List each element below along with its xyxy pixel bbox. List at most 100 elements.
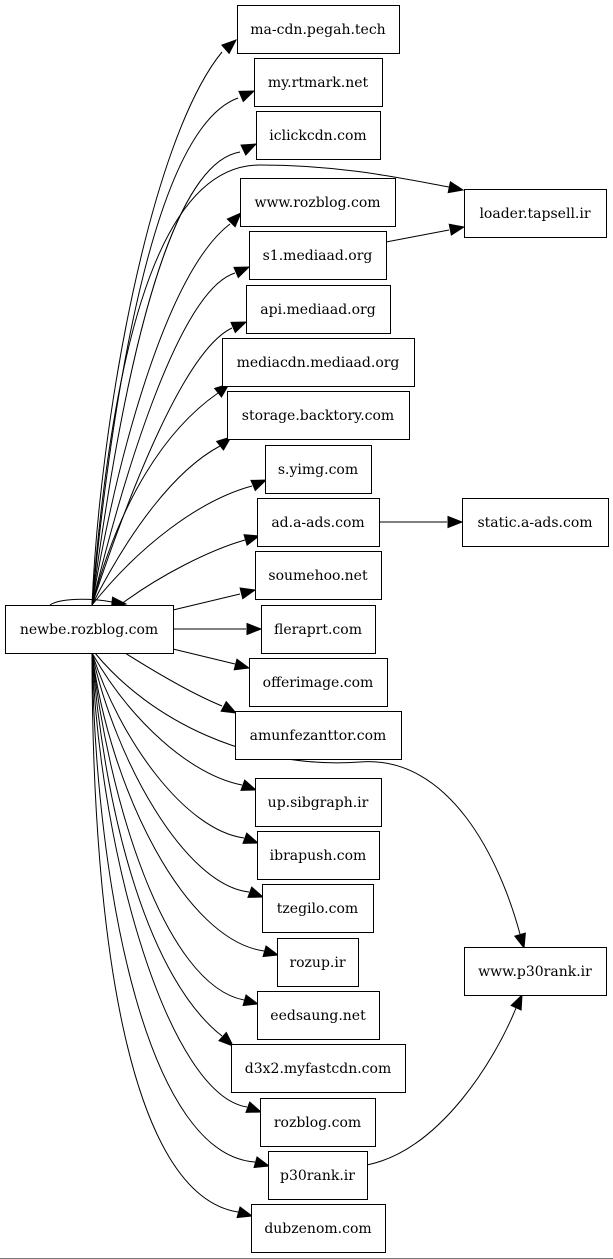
- edge-line: [91, 97, 239, 606]
- node-offerimage[interactable]: offerimage.com: [249, 658, 388, 707]
- edge-line: [91, 151, 241, 606]
- edge-newbe-to-apimediaad: [91, 321, 248, 606]
- edge-line: [124, 652, 223, 707]
- node-backtory[interactable]: storage.backtory.com: [227, 391, 410, 440]
- node-eedsaung[interactable]: eedsaung.net: [257, 991, 380, 1040]
- node-box: [464, 947, 607, 996]
- node-iclick[interactable]: iclickcdn.com: [256, 111, 381, 160]
- node-p30rank[interactable]: p30rank.ir: [268, 1151, 368, 1200]
- node-label: api.mediaad.org: [260, 302, 375, 318]
- edge-line: [91, 652, 245, 839]
- node-label: offerimage.com: [263, 675, 374, 691]
- node-box: [265, 445, 372, 494]
- node-box: [255, 778, 382, 827]
- node-box: [257, 498, 380, 547]
- node-box: [231, 1044, 406, 1093]
- node-box: [260, 1098, 376, 1147]
- edge-newbe-to-ibrapush: [91, 652, 260, 844]
- node-box: [5, 605, 174, 654]
- node-box: [222, 338, 415, 387]
- node-box: [462, 498, 609, 547]
- node-aads[interactable]: ad.a-ads.com: [257, 498, 380, 547]
- node-fleraprt[interactable]: fleraprt.com: [261, 605, 376, 654]
- edge-arrowhead: [253, 1156, 271, 1169]
- edge-arrowhead: [513, 932, 526, 950]
- node-label: rozblog.com: [274, 1115, 361, 1131]
- node-label: d3x2.myfastcdn.com: [245, 1061, 391, 1077]
- node-box: [268, 1151, 368, 1200]
- edge-line: [91, 327, 233, 606]
- edge-p30rank-to-wwwp30rank: [366, 993, 523, 1166]
- node-dubzenom[interactable]: dubzenom.com: [251, 1204, 386, 1253]
- edge-arrowhead: [250, 479, 268, 492]
- edge-arrowhead: [242, 832, 260, 844]
- node-tapsell[interactable]: loader.tapsell.ir: [464, 189, 607, 238]
- node-box: [277, 938, 359, 987]
- edge-newbe-to-rozup: [91, 652, 280, 958]
- node-label: dubzenom.com: [264, 1221, 371, 1237]
- edge-newbe-to-myfastcdn: [91, 652, 235, 1047]
- node-label: www.rozblog.com: [254, 195, 380, 211]
- node-label: up.sibgraph.ir: [268, 795, 369, 811]
- edge-newbe-to-offerimage: [172, 648, 251, 671]
- node-label: s1.mediaad.org: [263, 248, 373, 264]
- edge-line: [91, 164, 450, 606]
- edge-newbe-to-aads: [119, 534, 261, 606]
- node-s1mediaad[interactable]: s1.mediaad.org: [249, 231, 387, 280]
- node-soumehoo[interactable]: soumehoo.net: [255, 551, 382, 600]
- node-label: amunfezanttor.com: [250, 728, 387, 744]
- node-amunfezanttor[interactable]: amunfezanttor.com: [235, 711, 402, 760]
- edge-line: [91, 652, 243, 786]
- edge-line: [94, 652, 521, 935]
- node-ibrapush[interactable]: ibrapush.com: [257, 831, 380, 880]
- node-label: ad.a-ads.com: [271, 515, 364, 531]
- edge-arrowhead: [448, 223, 466, 236]
- edge-s1mediaad-to-tapsell: [385, 223, 466, 243]
- node-box: [251, 1204, 386, 1253]
- node-box: [257, 831, 380, 880]
- node-rtmark[interactable]: my.rtmark.net: [254, 58, 383, 107]
- edge-line: [172, 593, 241, 611]
- node-label: iclickcdn.com: [269, 128, 366, 144]
- edge-newbe-to-dubzenom: [91, 652, 254, 1219]
- node-box: [237, 5, 400, 54]
- edge-line: [91, 445, 221, 606]
- node-pegah[interactable]: ma-cdn.pegah.tech: [237, 5, 400, 54]
- node-box: [246, 285, 391, 334]
- node-label: eedsaung.net: [270, 1008, 366, 1024]
- edge-line: [91, 652, 245, 1001]
- edge-line: [91, 652, 256, 1163]
- node-box: [262, 884, 374, 933]
- node-box: [257, 991, 380, 1040]
- node-wwwrozblog[interactable]: www.rozblog.com: [240, 178, 396, 227]
- node-label: storage.backtory.com: [242, 408, 394, 424]
- node-label: fleraprt.com: [274, 622, 362, 638]
- node-myfastcdn[interactable]: d3x2.myfastcdn.com: [231, 1044, 406, 1093]
- node-apimediaad[interactable]: api.mediaad.org: [246, 285, 391, 334]
- node-wwwp30rank[interactable]: www.p30rank.ir: [464, 947, 607, 996]
- node-staticaads[interactable]: static.a-ads.com: [462, 498, 609, 547]
- edge-line: [91, 652, 248, 1108]
- edge-line: [91, 51, 223, 606]
- edge-line: [91, 652, 250, 893]
- node-box: [254, 58, 383, 107]
- node-rozblog[interactable]: rozblog.com: [260, 1098, 376, 1147]
- node-sibgraph[interactable]: up.sibgraph.ir: [255, 778, 382, 827]
- edge-arrowhead: [510, 993, 523, 1011]
- node-yimg[interactable]: s.yimg.com: [265, 445, 372, 494]
- edge-arrowhead: [226, 212, 242, 228]
- edge-arrowhead: [221, 39, 238, 55]
- node-rozup[interactable]: rozup.ir: [277, 938, 359, 987]
- edge-newbe-to-wwwrozblog: [91, 212, 242, 606]
- edge-newbe-to-p30rank: [91, 652, 271, 1169]
- node-box: [249, 658, 388, 707]
- node-newbe[interactable]: newbe.rozblog.com: [5, 605, 174, 654]
- edge-line: [91, 652, 223, 1037]
- node-label: ma-cdn.pegah.tech: [250, 22, 385, 38]
- edge-arrowhead: [247, 886, 265, 898]
- node-mediacdn[interactable]: mediacdn.mediaad.org: [222, 338, 415, 387]
- node-label: ibrapush.com: [270, 848, 367, 864]
- node-tzegilo[interactable]: tzegilo.com: [262, 884, 374, 933]
- edge-arrowhead: [242, 994, 260, 1007]
